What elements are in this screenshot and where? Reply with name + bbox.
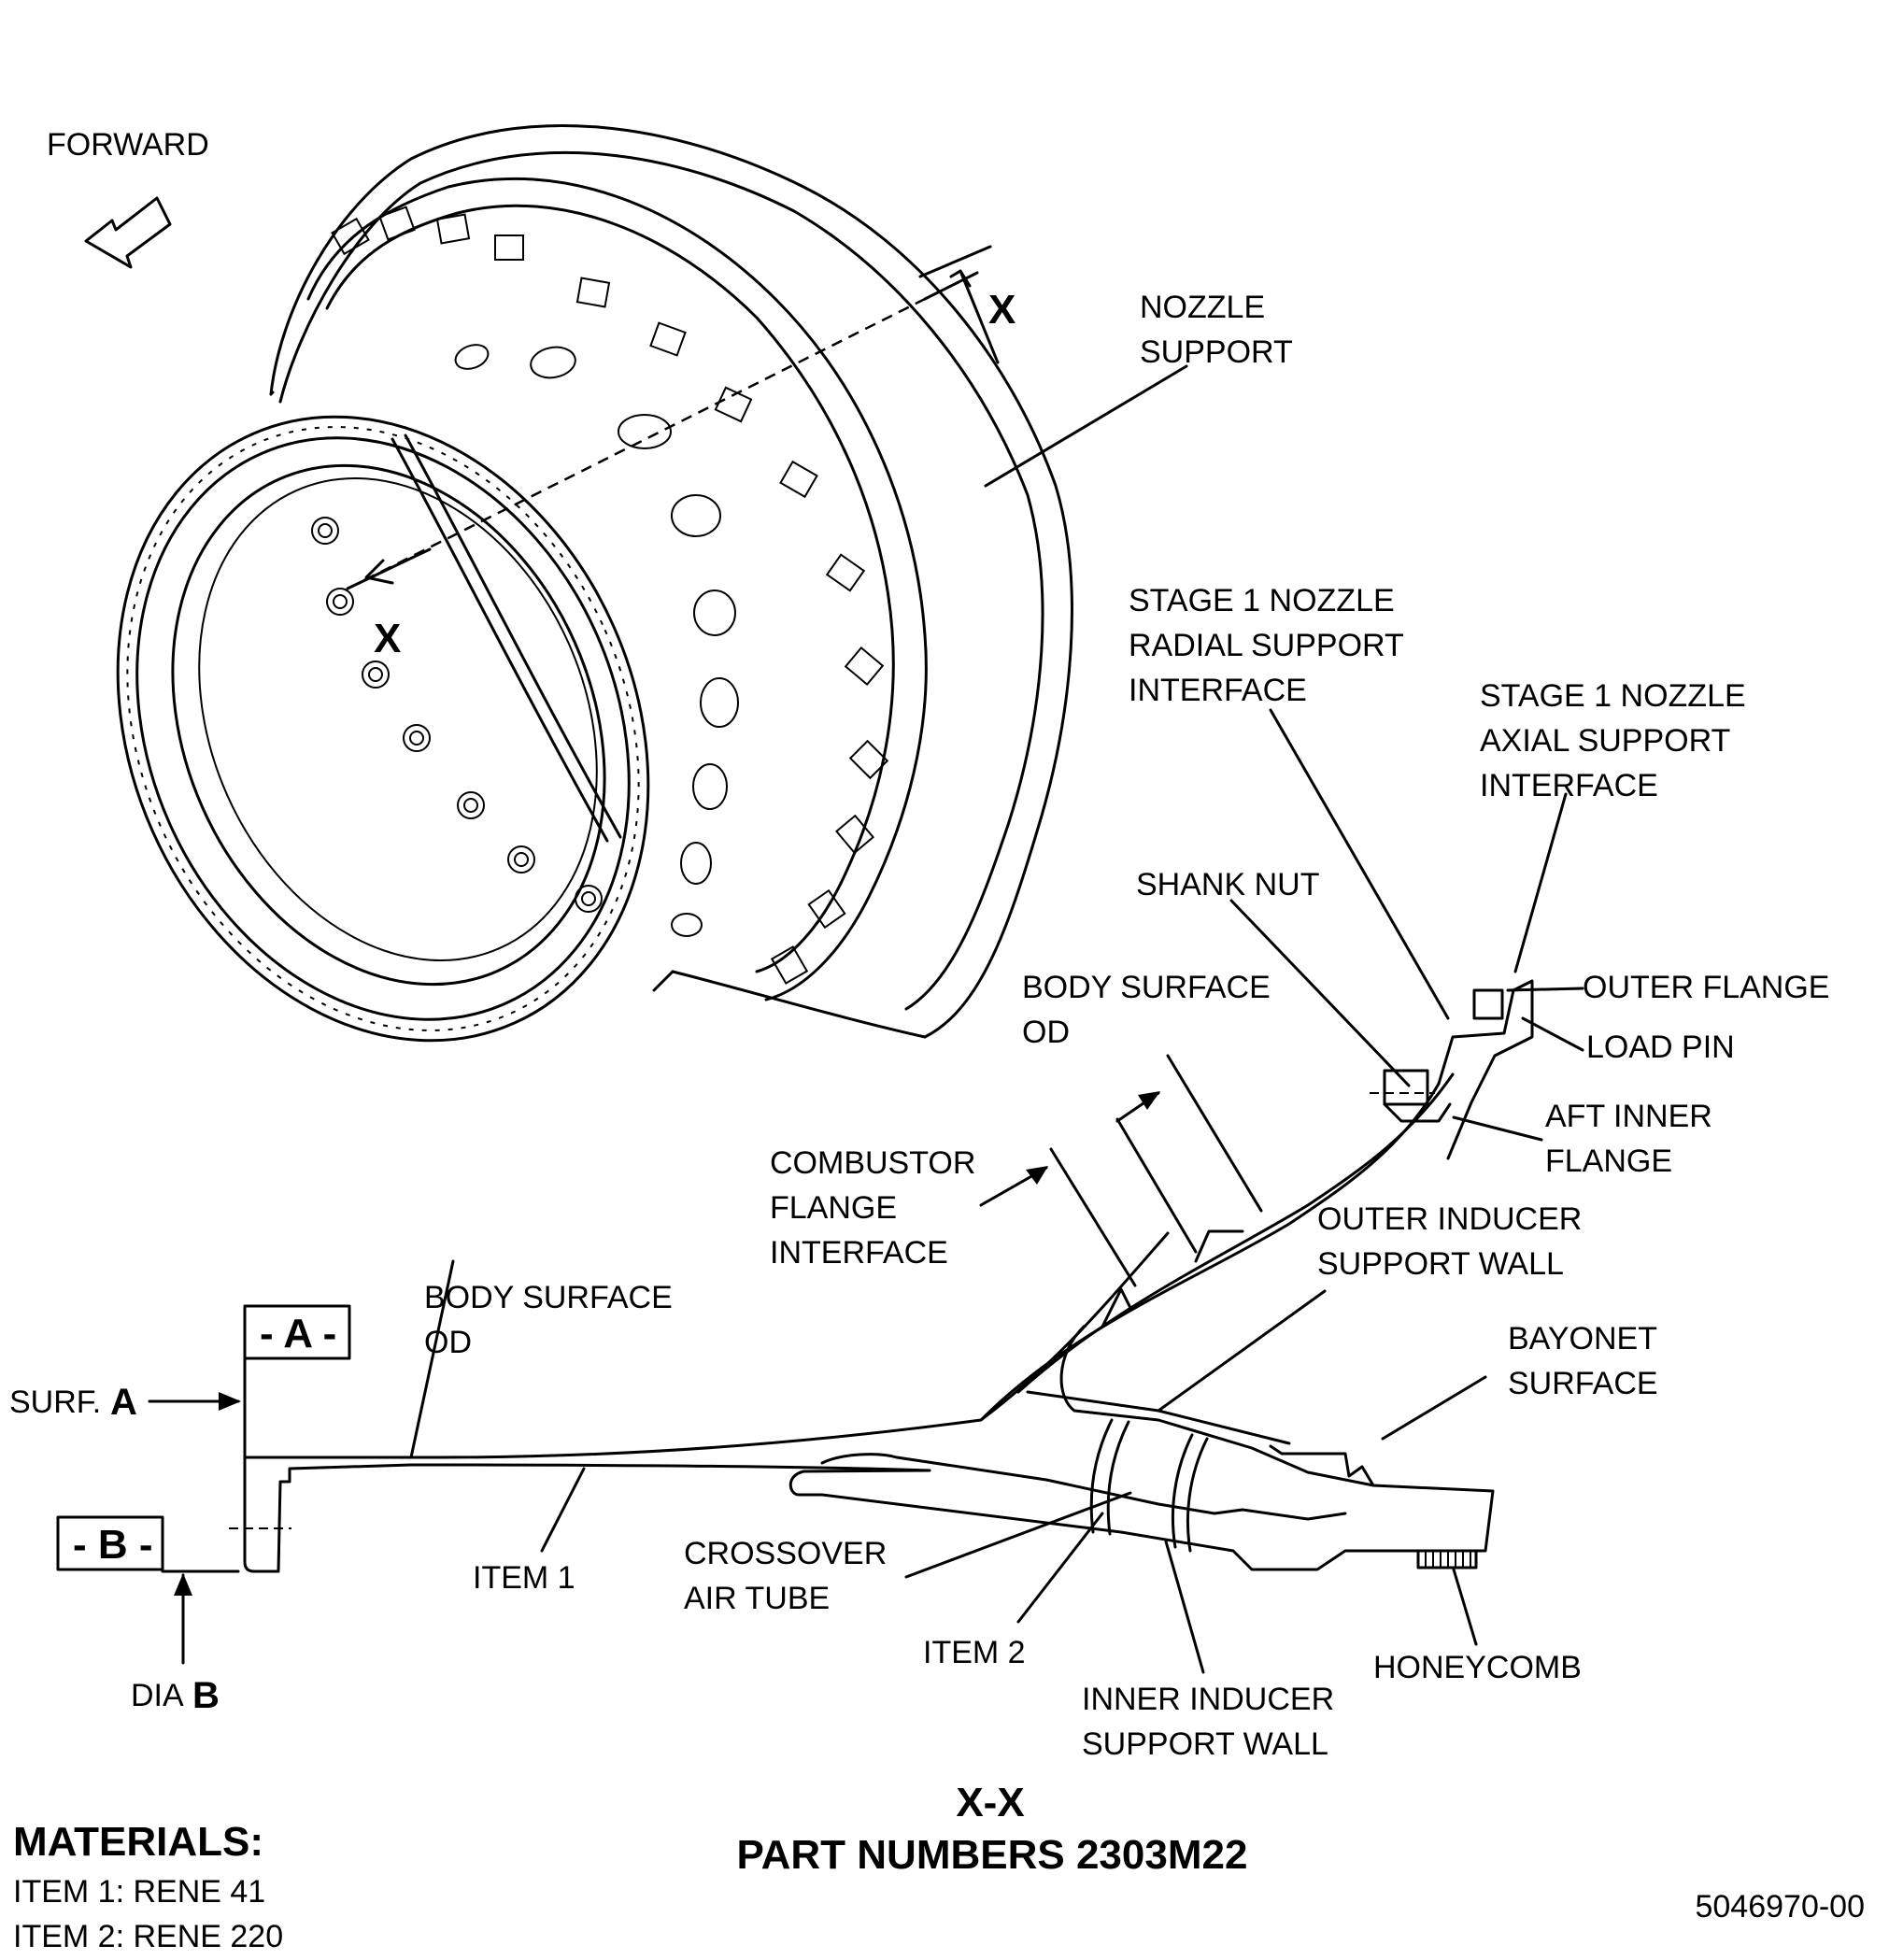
load-pin-label: LOAD PIN	[1586, 1030, 1735, 1065]
forward-label: FORWARD	[47, 127, 209, 163]
item2-label: ITEM 2	[923, 1635, 1026, 1670]
nozzle-support-label-2: SUPPORT	[1140, 334, 1293, 370]
honeycomb-seal	[1416, 1549, 1478, 1569]
materials-item-2: ITEM 2: RENE 220	[13, 1919, 283, 1954]
body-surface-od-lower-label-1: BODY SURFACE	[424, 1280, 673, 1315]
stage1-axial-label-3: INTERFACE	[1480, 768, 1658, 803]
stage1-axial-label-2: AXIAL SUPPORT	[1480, 723, 1730, 759]
inner-inducer-label-1: INNER INDUCER	[1082, 1682, 1334, 1717]
combustor-flange-label-1: COMBUSTOR	[770, 1145, 975, 1181]
nozzle-support-isometric	[116, 123, 1073, 1043]
surf-a-prefix: SURF.	[9, 1385, 101, 1420]
inner-inducer-label-2: SUPPORT WALL	[1082, 1726, 1328, 1762]
combustor-flange-label-2: FLANGE	[770, 1190, 897, 1226]
body-cooling-holes	[454, 344, 739, 937]
section-marker-lower: X	[374, 616, 401, 661]
bayonet-surface-label-2: SURFACE	[1508, 1366, 1658, 1401]
shank-nut-label: SHANK NUT	[1136, 867, 1319, 902]
aft-inner-flange-label-2: FLANGE	[1545, 1143, 1672, 1179]
inner-face-holes	[311, 517, 603, 913]
crossover-label-2: AIR TUBE	[684, 1581, 830, 1616]
honeycomb-label: HONEYCOMB	[1373, 1650, 1582, 1685]
drawing-number: 5046970-00	[1695, 1889, 1865, 1924]
vane-tabs	[331, 206, 889, 985]
section-title: X-X	[956, 1780, 1024, 1825]
nozzle-support-label-1: NOZZLE	[1140, 290, 1265, 325]
leader-lines	[409, 708, 1584, 1674]
aft-inner-flange-label-1: AFT INNER	[1545, 1099, 1712, 1134]
outer-inducer-label-1: OUTER INDUCER	[1317, 1201, 1582, 1237]
combustor-flange-label-3: INTERFACE	[770, 1235, 948, 1271]
stage1-axial-label-1: STAGE 1 NOZZLE	[1480, 678, 1746, 714]
crossover-label-1: CROSSOVER	[684, 1536, 887, 1571]
item1-label: ITEM 1	[473, 1560, 575, 1596]
section-profile	[229, 979, 1534, 1573]
dimension-arrows	[979, 1054, 1263, 1287]
part-numbers: PART NUMBERS 2303M22	[737, 1832, 1248, 1878]
dia-b-letter: B	[192, 1675, 220, 1716]
datum-b-label: - B -	[73, 1522, 153, 1568]
flange-bolt-holes	[126, 426, 640, 1031]
datum-a-label: - A -	[260, 1311, 336, 1356]
body-surface-od-upper-label-1: BODY SURFACE	[1022, 970, 1271, 1005]
outer-flange-label: OUTER FLANGE	[1583, 970, 1829, 1005]
dia-b-prefix: DIA	[131, 1678, 184, 1713]
bayonet-surface-label-1: BAYONET	[1508, 1321, 1657, 1356]
stage1-radial-label-2: RADIAL SUPPORT	[1129, 628, 1404, 663]
stage1-radial-label-1: STAGE 1 NOZZLE	[1129, 583, 1395, 618]
section-cut-line	[346, 245, 1000, 590]
section-marker-upper: X	[988, 287, 1016, 333]
datum-a-box	[243, 1304, 351, 1360]
forward-arrow-icon	[84, 196, 172, 269]
nozzle-support-leader	[984, 364, 1188, 488]
body-surface-od-upper-label-2: OD	[1022, 1015, 1070, 1050]
materials-heading: MATERIALS:	[13, 1819, 263, 1865]
body-surface-od-lower-label-2: OD	[424, 1325, 472, 1360]
outer-inducer-label-2: SUPPORT WALL	[1317, 1246, 1564, 1282]
datum-b-box	[56, 1515, 164, 1571]
stage1-radial-label-3: INTERFACE	[1129, 673, 1307, 708]
surf-a-letter: A	[110, 1382, 137, 1423]
materials-item-1: ITEM 1: RENE 41	[13, 1874, 265, 1910]
